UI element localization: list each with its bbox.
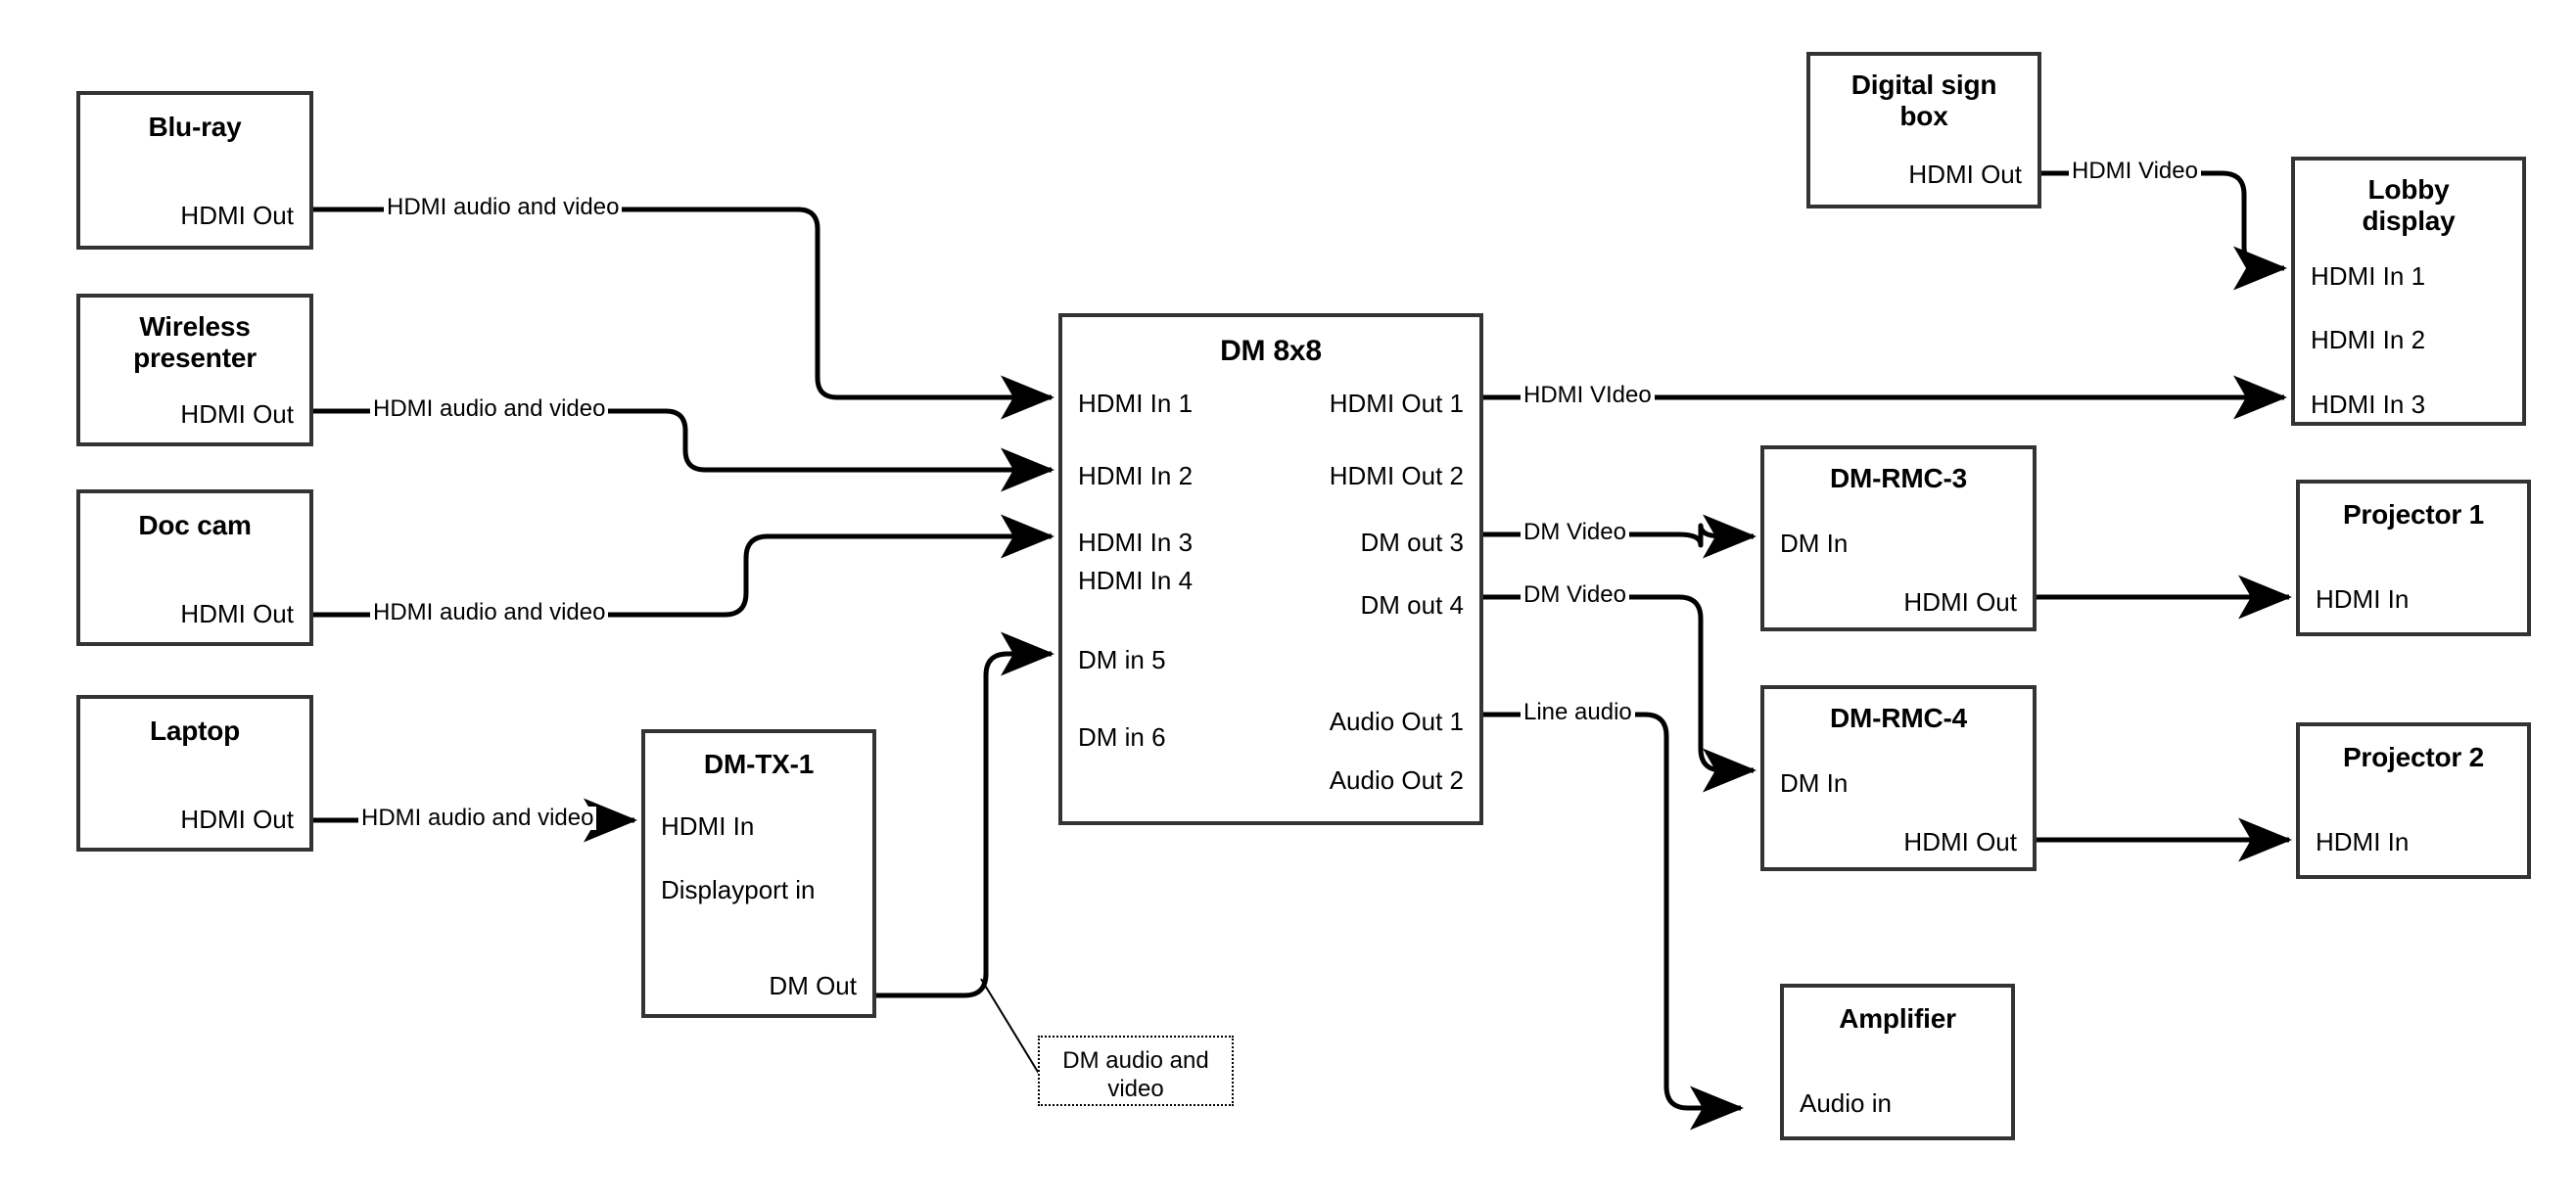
port-hdmi-in-4: HDMI In 4 — [1078, 566, 1194, 595]
device-title: Amplifier — [1839, 1003, 1956, 1034]
device-dm-rmc-4[interactable]: DM-RMC-4 DM In HDMI Out — [1760, 685, 2037, 871]
port-hdmi-in-2: HDMI In 2 — [2311, 325, 2426, 354]
port-audio-out-1: Audio Out 1 — [1329, 707, 1464, 736]
port-hdmi-in-1: HDMI In 1 — [2311, 261, 2426, 291]
wire-label-dmout4: DM Video — [1521, 583, 1629, 607]
port-dm-in: DM In — [1780, 529, 1849, 558]
device-doc-cam[interactable]: Doc cam HDMI Out — [76, 489, 313, 646]
port-hdmi-out: HDMI Out — [180, 399, 294, 429]
port-hdmi-out: HDMI Out — [1903, 587, 2017, 617]
port-displayport-in: Displayport in — [661, 875, 816, 904]
device-dm-8x8[interactable]: DM 8x8 HDMI In 1 HDMI In 2 HDMI In 3 HDM… — [1058, 313, 1483, 825]
port-dm-out-3: DM out 3 — [1360, 528, 1465, 557]
device-projector-2[interactable]: Projector 2 HDMI In — [2296, 722, 2531, 879]
port-hdmi-out: HDMI Out — [180, 599, 294, 628]
port-dm-in-5: DM in 5 — [1078, 645, 1166, 674]
device-title: DM-RMC-4 — [1830, 703, 1967, 733]
port-hdmi-in: HDMI In — [661, 811, 755, 841]
wire-label-audio-out1: Line audio — [1521, 701, 1635, 724]
device-projector-1[interactable]: Projector 1 HDMI In — [2296, 480, 2531, 636]
device-title: Lobby display — [2362, 174, 2456, 236]
annotation-dm-audio-video: DM audio and video — [1038, 1036, 1234, 1106]
port-hdmi-out: HDMI Out — [1908, 160, 2022, 189]
device-blu-ray[interactable]: Blu-ray HDMI Out — [76, 91, 313, 250]
port-hdmi-out-2: HDMI Out 2 — [1329, 461, 1464, 490]
wire-label-hdmi-out1: HDMI VIdeo — [1521, 384, 1655, 407]
port-hdmi-in: HDMI In — [2316, 827, 2410, 856]
port-dm-in-6: DM in 6 — [1078, 722, 1166, 752]
port-hdmi-out-1: HDMI Out 1 — [1329, 389, 1464, 418]
wire-label-dmout3: DM Video — [1521, 521, 1629, 544]
device-title: DM 8x8 — [1220, 335, 1322, 367]
device-title: Digital sign box — [1850, 69, 1997, 131]
wire-label-wireless: HDMI audio and video — [370, 397, 609, 421]
device-dm-tx-1[interactable]: DM-TX-1 HDMI In Displayport in DM Out — [641, 729, 876, 1018]
device-title: DM-TX-1 — [703, 749, 815, 779]
port-hdmi-in-3: HDMI In 3 — [2311, 390, 2426, 419]
device-lobby-display[interactable]: Lobby display HDMI In 1 HDMI In 2 HDMI I… — [2291, 157, 2526, 426]
wire-label-bluray: HDMI audio and video — [384, 196, 623, 219]
port-hdmi-out: HDMI Out — [180, 805, 294, 834]
port-hdmi-in: HDMI In — [2316, 584, 2410, 614]
device-title: Laptop — [149, 716, 241, 746]
device-title: Blu-ray — [148, 112, 242, 142]
port-audio-out-2: Audio Out 2 — [1329, 765, 1464, 795]
device-wireless-presenter[interactable]: Wireless presenter HDMI Out — [76, 294, 313, 446]
port-hdmi-out: HDMI Out — [180, 201, 294, 230]
port-dm-out: DM Out — [769, 971, 857, 1000]
port-hdmi-in-1: HDMI In 1 — [1078, 389, 1194, 418]
port-hdmi-in-2: HDMI In 2 — [1078, 461, 1194, 490]
device-dm-rmc-3[interactable]: DM-RMC-3 DM In HDMI Out — [1760, 445, 2037, 631]
device-digital-sign-box[interactable]: Digital sign box HDMI Out — [1806, 52, 2041, 208]
port-dm-out-4: DM out 4 — [1360, 590, 1465, 620]
wire-label-doccam: HDMI audio and video — [370, 601, 609, 624]
device-title: Doc cam — [138, 510, 252, 540]
device-amplifier[interactable]: Amplifier Audio in — [1780, 984, 2015, 1140]
device-title: Wireless presenter — [133, 311, 257, 373]
port-audio-in: Audio in — [1800, 1088, 1892, 1118]
wire-label-sign: HDMI Video — [2069, 160, 2201, 183]
port-dm-in: DM In — [1780, 768, 1849, 798]
wire-label-laptop: HDMI audio and video — [358, 807, 597, 830]
device-title: Projector 1 — [2342, 499, 2485, 530]
device-title: DM-RMC-3 — [1830, 463, 1967, 493]
annotation-text: DM audio and video — [1062, 1047, 1209, 1102]
port-hdmi-out: HDMI Out — [1903, 827, 2017, 856]
device-title: Projector 2 — [2342, 742, 2485, 772]
device-laptop[interactable]: Laptop HDMI Out — [76, 695, 313, 852]
port-hdmi-in-3: HDMI In 3 — [1078, 528, 1194, 557]
